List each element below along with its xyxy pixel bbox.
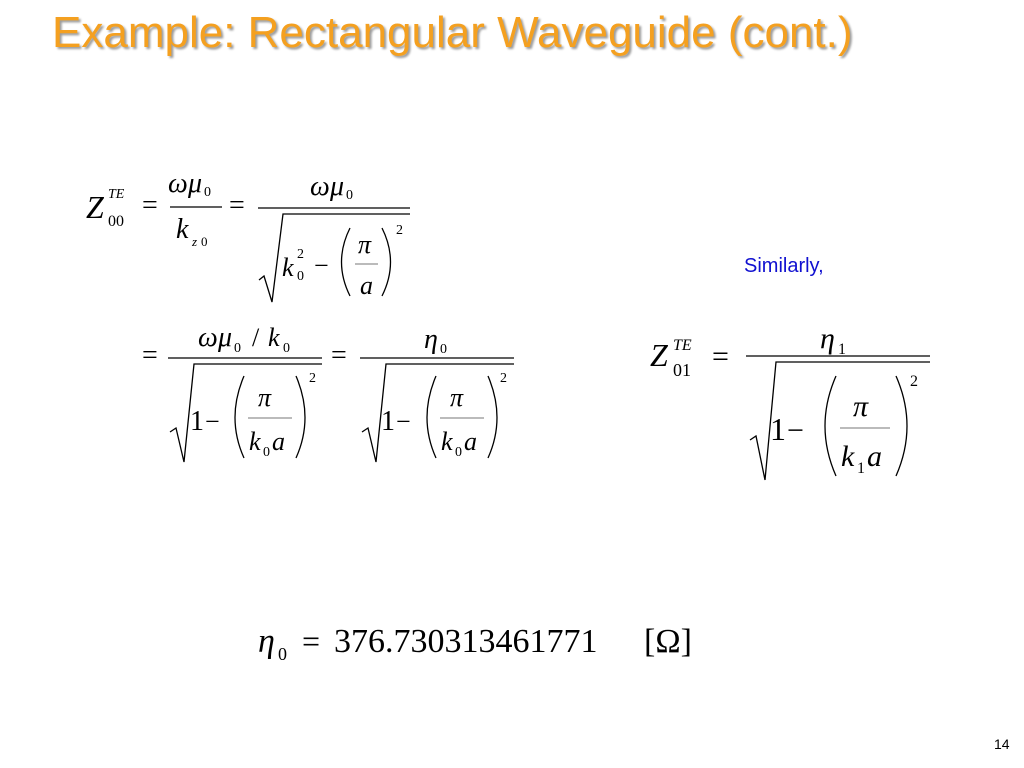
omega-symbol: ω bbox=[168, 168, 188, 199]
superscript-2: 2 bbox=[500, 371, 507, 386]
equals-sign: = bbox=[142, 340, 158, 371]
left-paren bbox=[340, 227, 351, 297]
pi-symbol: π bbox=[853, 390, 869, 423]
subscript-00: 00 bbox=[108, 213, 124, 230]
omega-symbol: ω bbox=[310, 171, 330, 202]
similarly-note: Similarly, bbox=[744, 255, 824, 277]
minus-sign: − bbox=[396, 407, 411, 436]
subscript-0: 0 bbox=[297, 269, 304, 284]
subscript-0: 0 bbox=[283, 341, 290, 356]
z00-normalized-equation: = ω μ 0 / k 0 1 − π k 0 a 2 = η 0 1 − π … bbox=[142, 322, 514, 463]
z00-impedance-equation: Z TE 00 = ω μ 0 k z 0 = ω μ 0 k 2 0 − π … bbox=[86, 168, 410, 303]
k-symbol: k bbox=[268, 323, 280, 352]
subscript-01: 01 bbox=[673, 360, 691, 380]
left-paren bbox=[824, 375, 837, 477]
one: 1 bbox=[381, 406, 395, 437]
superscript-2: 2 bbox=[309, 371, 316, 386]
subscript-0: 0 bbox=[278, 644, 287, 664]
pi-symbol: π bbox=[358, 230, 372, 259]
te-superscript: TE bbox=[108, 187, 125, 202]
k-symbol: k bbox=[176, 214, 189, 245]
square-root-sign bbox=[169, 363, 322, 463]
k-symbol: k bbox=[841, 440, 855, 473]
k-symbol: k bbox=[282, 253, 294, 282]
subscript-0: 0 bbox=[201, 234, 208, 249]
subscript-0: 0 bbox=[455, 445, 462, 460]
minus-sign: − bbox=[205, 407, 220, 436]
subscript-1: 1 bbox=[838, 341, 846, 358]
equals-sign: = bbox=[331, 340, 347, 371]
right-paren bbox=[295, 375, 306, 459]
eta-symbol: η bbox=[820, 322, 835, 355]
a-symbol: a bbox=[464, 427, 477, 456]
z-symbol: Z bbox=[86, 189, 105, 225]
right-paren bbox=[381, 227, 392, 297]
left-paren bbox=[234, 375, 245, 459]
left-paren bbox=[426, 375, 437, 459]
a-symbol: a bbox=[360, 271, 373, 300]
k-symbol: k bbox=[441, 427, 453, 456]
minus-sign: − bbox=[787, 414, 804, 447]
subscript-0: 0 bbox=[234, 341, 241, 356]
eta0-value: 376.730313461771 bbox=[334, 623, 598, 660]
pi-symbol: π bbox=[450, 383, 464, 412]
equals-sign: = bbox=[302, 623, 320, 659]
right-paren bbox=[895, 375, 908, 477]
eta-symbol: η bbox=[258, 623, 275, 660]
one: 1 bbox=[770, 411, 786, 447]
a-symbol: a bbox=[867, 440, 882, 473]
subscript-1: 1 bbox=[857, 460, 865, 477]
slash: / bbox=[252, 323, 260, 352]
superscript-2: 2 bbox=[396, 223, 403, 238]
equals-sign: = bbox=[142, 190, 158, 221]
one: 1 bbox=[190, 406, 204, 437]
z01-impedance-equation: Z TE 01 = η 1 1 − π k 1 a 2 bbox=[650, 322, 930, 481]
mu-symbol: μ bbox=[187, 168, 202, 199]
eta0-value-equation: η 0 = 376.730313461771 [Ω] bbox=[258, 623, 692, 664]
minus-sign: − bbox=[314, 251, 329, 280]
pi-symbol: π bbox=[258, 383, 272, 412]
equals-sign: = bbox=[229, 190, 245, 221]
k-symbol: k bbox=[249, 427, 261, 456]
subscript-z: z bbox=[191, 234, 197, 249]
square-root-sign bbox=[258, 213, 410, 303]
superscript-2: 2 bbox=[297, 247, 304, 262]
z-symbol: Z bbox=[650, 337, 669, 373]
subscript-0: 0 bbox=[204, 185, 211, 200]
square-root-sign bbox=[749, 361, 930, 481]
a-symbol: a bbox=[272, 427, 285, 456]
eta-symbol: η bbox=[424, 324, 438, 355]
slide-title: Example: Rectangular Waveguide (cont.) bbox=[52, 8, 853, 57]
subscript-0: 0 bbox=[263, 445, 270, 460]
te-superscript: TE bbox=[673, 337, 692, 354]
right-paren bbox=[487, 375, 498, 459]
ohm-unit: [Ω] bbox=[644, 623, 692, 660]
mu-symbol: μ bbox=[329, 171, 344, 202]
page-number: 14 bbox=[994, 736, 1010, 752]
omega-symbol: ω bbox=[198, 322, 218, 353]
square-root-sign bbox=[361, 363, 514, 463]
equals-sign: = bbox=[712, 340, 729, 373]
subscript-0: 0 bbox=[346, 188, 353, 203]
superscript-2: 2 bbox=[910, 373, 918, 390]
subscript-0: 0 bbox=[440, 342, 447, 357]
mu-symbol: μ bbox=[217, 322, 232, 353]
